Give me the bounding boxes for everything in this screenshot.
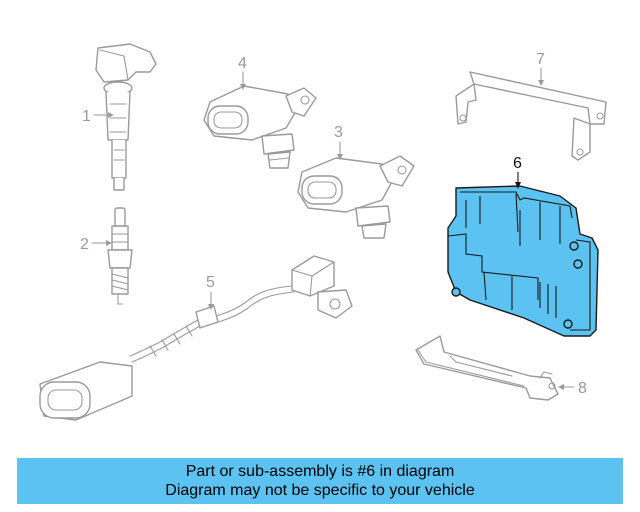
svg-text:5: 5	[206, 274, 215, 291]
callout-3: 3	[334, 124, 343, 160]
upper-mounting-bracket	[455, 71, 607, 161]
svg-text:2: 2	[80, 236, 89, 253]
callout-4: 4	[238, 55, 247, 90]
callout-2: 2	[80, 236, 112, 253]
svg-text:6: 6	[513, 155, 522, 172]
spark-plug	[107, 207, 133, 305]
info-banner-background	[17, 458, 623, 504]
banner-line-2: Diagram may not be specific to your vehi…	[165, 482, 475, 499]
crankshaft-position-sensor	[203, 85, 317, 169]
callout-8: 8	[558, 380, 587, 397]
svg-text:4: 4	[238, 55, 247, 72]
engine-control-module	[447, 185, 599, 337]
banner-line-1: Part or sub-assembly is #6 in diagram	[185, 463, 455, 480]
knock-sensor	[39, 255, 353, 421]
callout-6: 6	[513, 155, 522, 189]
svg-text:7: 7	[536, 51, 545, 68]
svg-text:3: 3	[334, 124, 343, 141]
info-banner: Part or sub-assembly is #6 in diagram Di…	[17, 458, 623, 504]
lower-mounting-bracket	[415, 335, 559, 401]
svg-text:8: 8	[578, 380, 587, 397]
callout-7: 7	[536, 51, 545, 86]
svg-text:1: 1	[82, 108, 91, 125]
camshaft-position-sensor	[297, 155, 415, 239]
callout-1: 1	[82, 108, 114, 125]
callout-5: 5	[206, 274, 215, 310]
ignition-coil	[95, 43, 157, 191]
